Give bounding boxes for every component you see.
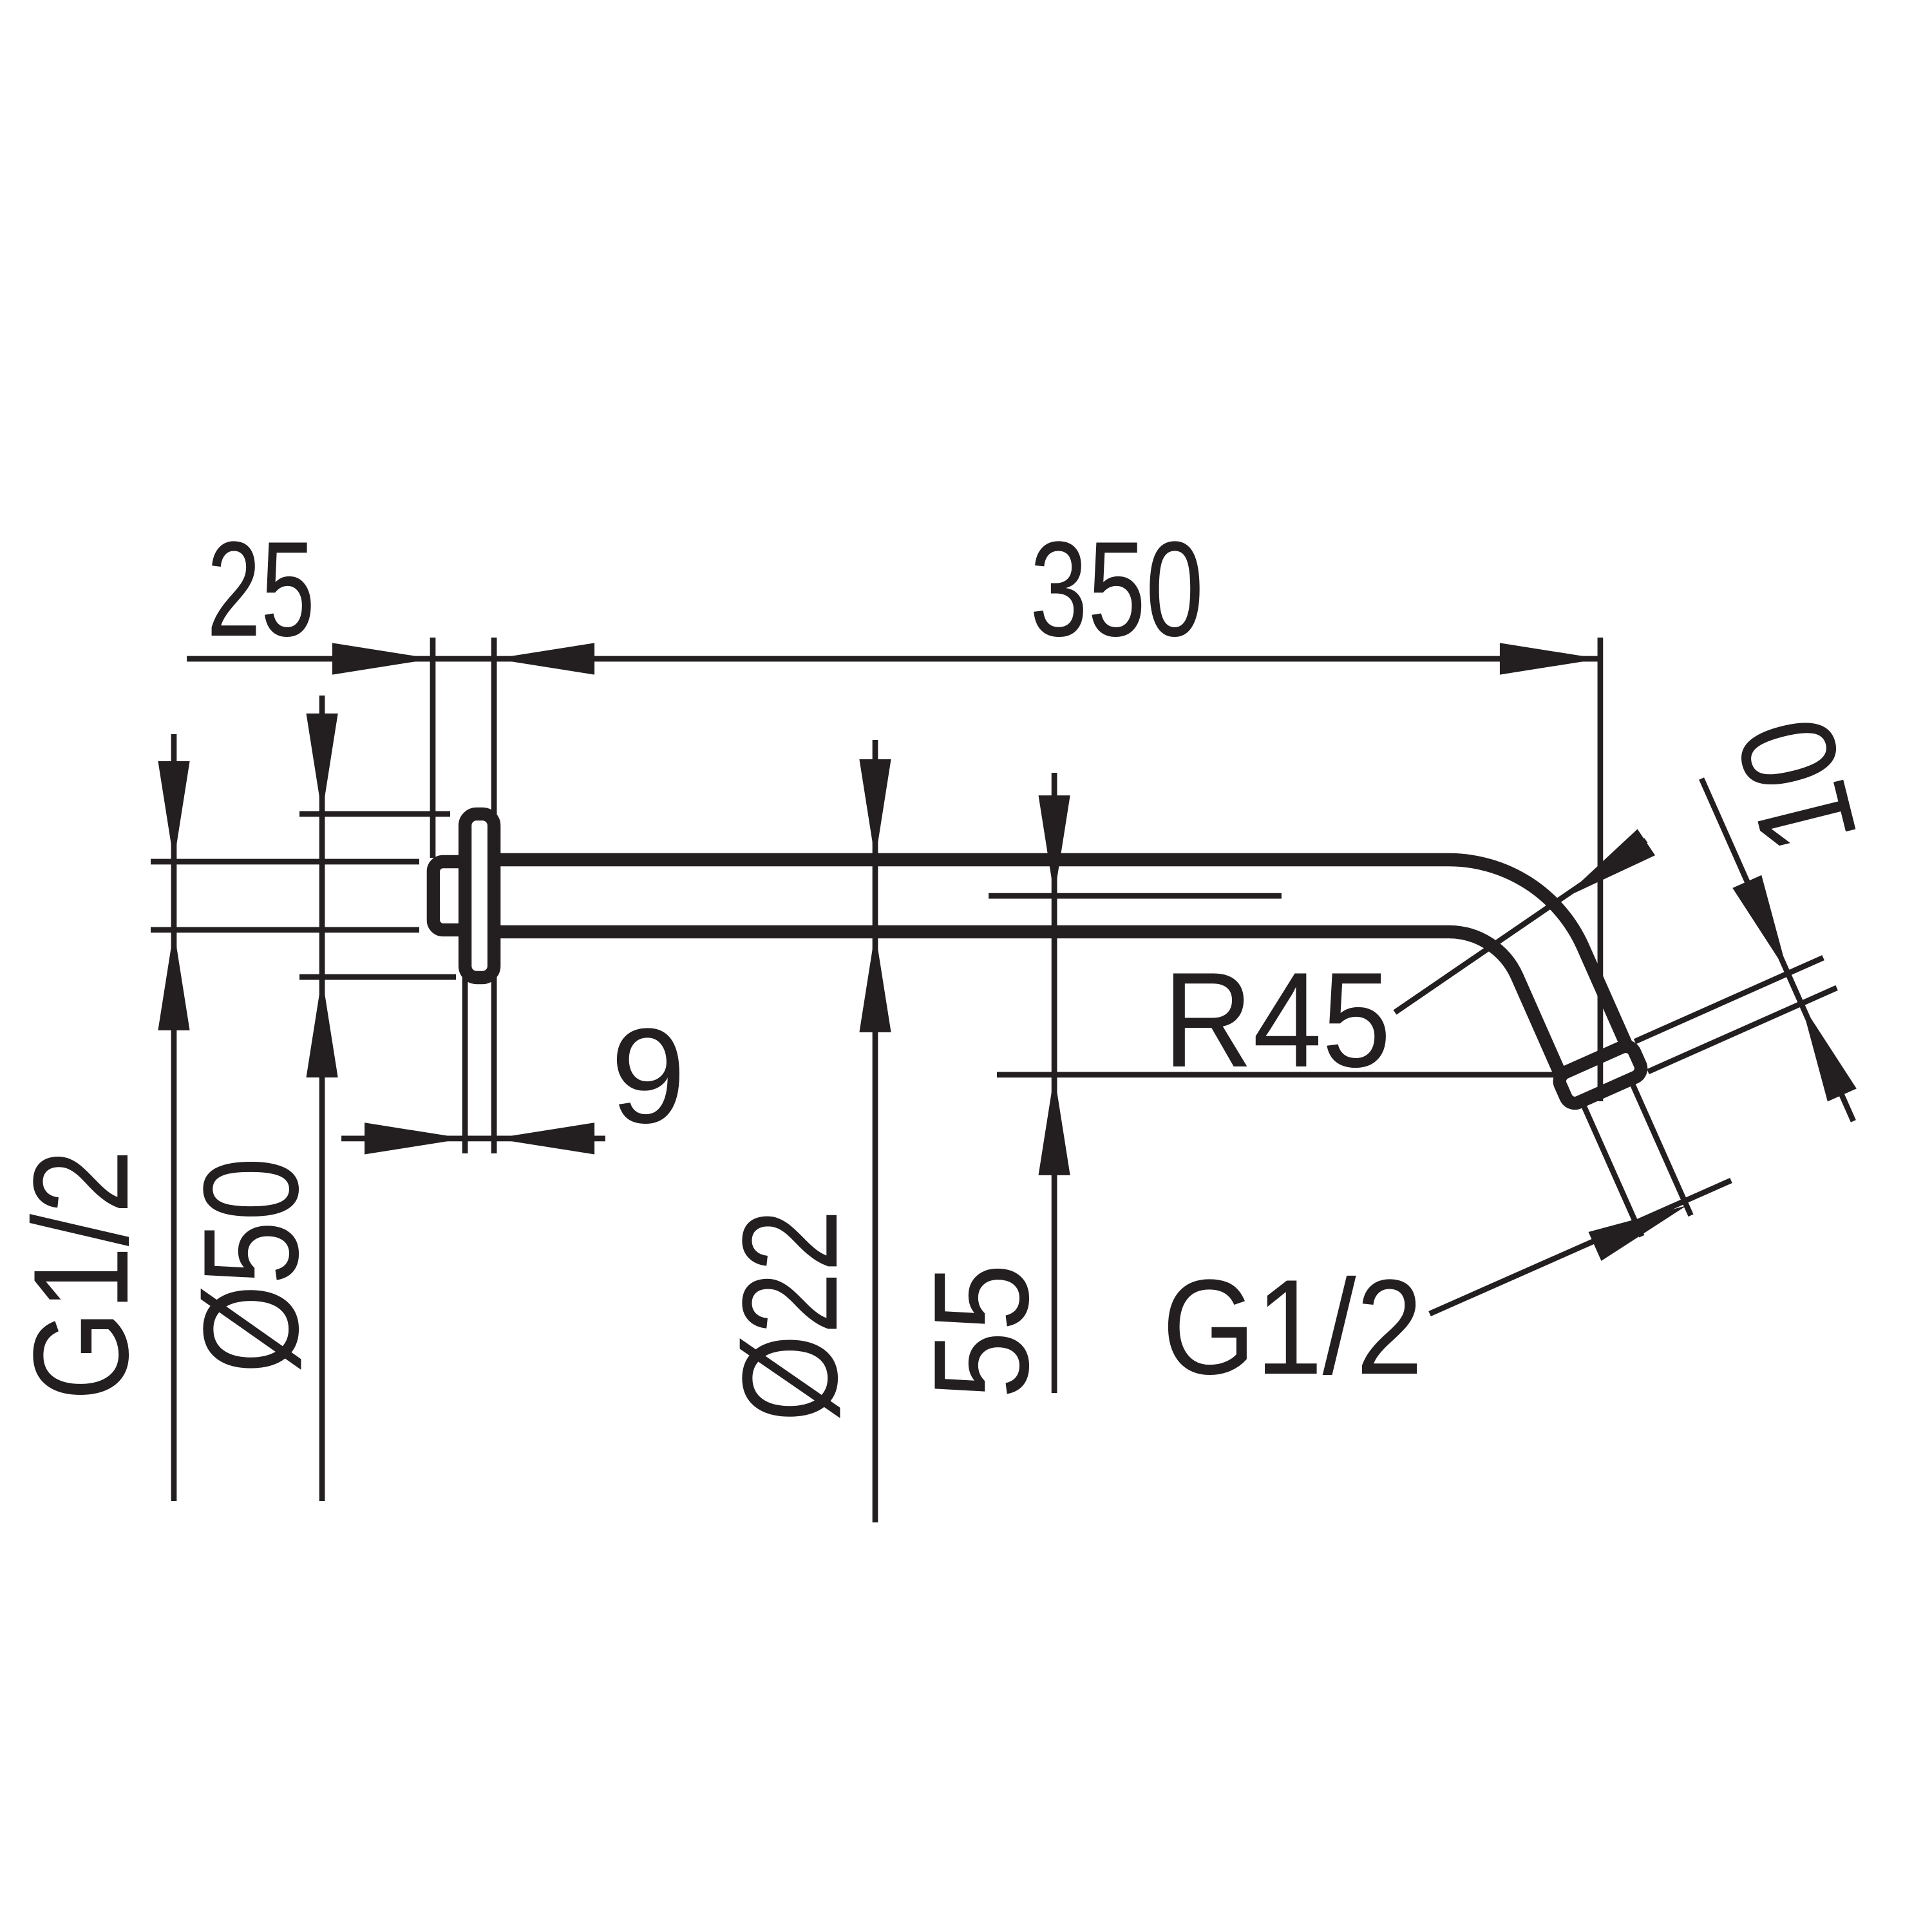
label-flange-thickness: 9 [611, 1000, 686, 1151]
arrow-flange-top [306, 713, 338, 814]
ext-nut-face-lower [1647, 985, 1838, 1075]
label-flange-diameter: Ø50 [175, 1157, 327, 1374]
arrow-350-left [494, 643, 595, 675]
label-outlet-drop: 55 [905, 1264, 1057, 1399]
leader-outlet-thread [1428, 1178, 1732, 1316]
arrow-pipe-bottom [859, 931, 891, 1032]
arrow-inlet-bottom [158, 929, 190, 1030]
arrow-nut-lower [1786, 996, 1857, 1102]
arrow-flange-thk-right [494, 1122, 595, 1155]
label-inlet-thread: G1/2 [5, 1150, 156, 1401]
outlet-thread-line-1 [1627, 1078, 1694, 1217]
label-nut-thickness: 10 [1707, 703, 1886, 867]
label-bend-radius: R45 [1163, 944, 1391, 1095]
label-outlet-thread: G1/2 [1162, 1251, 1423, 1403]
outlet-thread-line-2 [1578, 1099, 1645, 1238]
label-arm-length: 350 [1030, 513, 1204, 665]
arrow-drop-top [1038, 795, 1070, 896]
arrow-350-right [1499, 643, 1600, 675]
pipe-bottom-edge [494, 925, 1567, 1077]
arrow-inlet-top [158, 761, 190, 862]
pipe-top-edge [494, 853, 1633, 1048]
label-pipe-diameter: Ø22 [714, 1209, 866, 1422]
arrow-flange-bottom [306, 977, 338, 1078]
label-wall-offset: 25 [207, 513, 315, 665]
arrow-flange-thk-left [365, 1122, 466, 1155]
wall-flange [458, 807, 501, 985]
arrow-drop-bottom [1038, 1074, 1070, 1175]
arrow-nut-upper [1732, 875, 1803, 980]
arrow-25-left [332, 643, 433, 675]
arrow-pipe-top [859, 759, 891, 860]
arrow-bend-radius [1554, 829, 1656, 912]
dimension-labels: 25 350 9 R45 10 G1/2 Ø50 Ø22 55 G1/2 [5, 513, 1886, 1422]
ext-nut-face-upper [1633, 955, 1824, 1045]
extension-lines [151, 638, 1838, 1153]
